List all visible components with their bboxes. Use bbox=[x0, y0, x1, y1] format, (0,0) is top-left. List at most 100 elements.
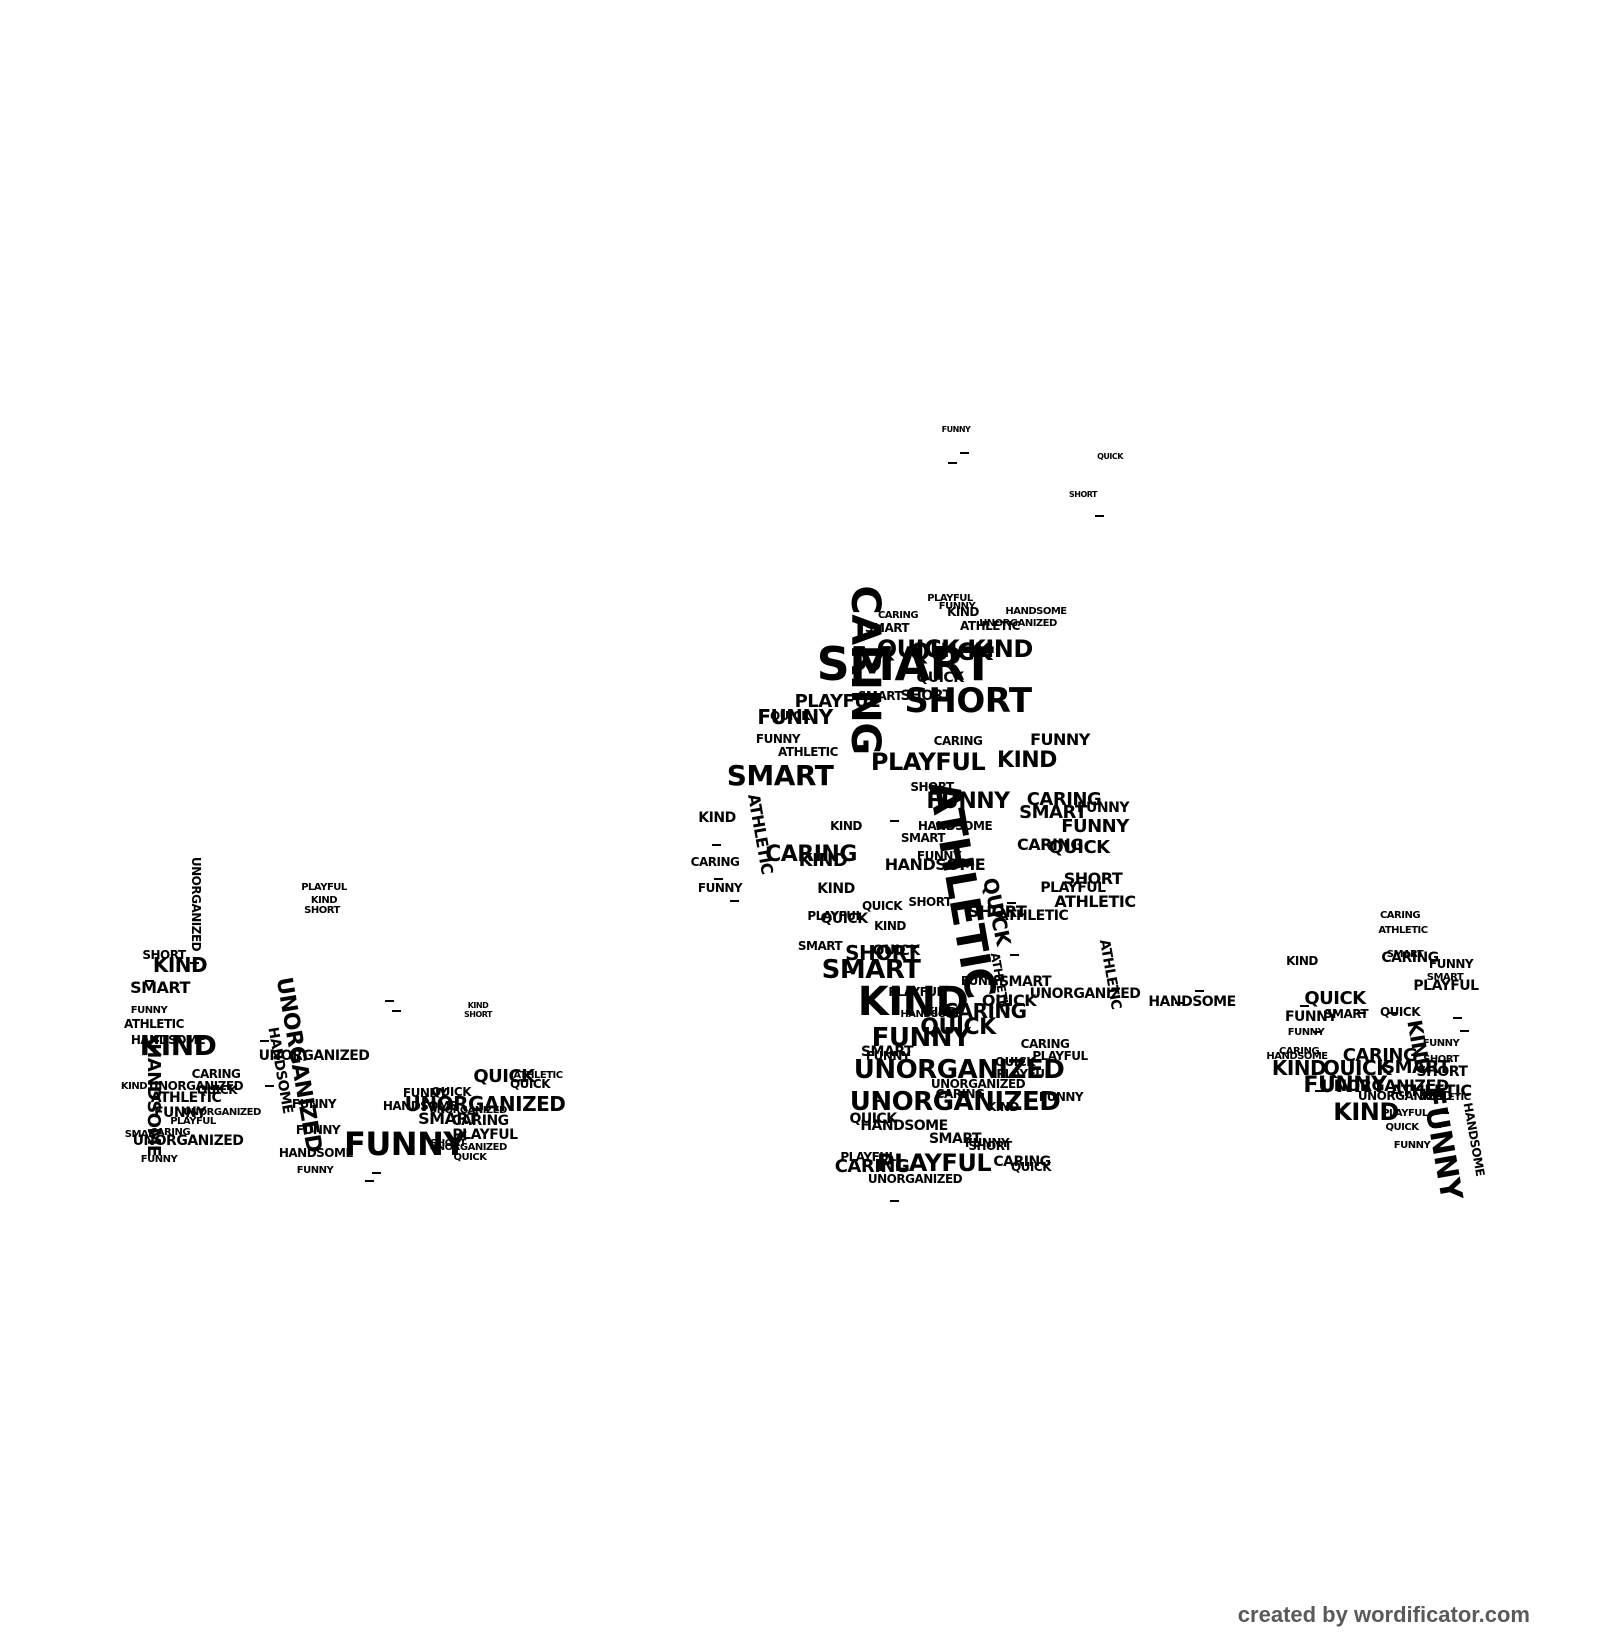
cloud-word-funny: FUNNY bbox=[866, 1049, 911, 1063]
cloud-word-caring: CARING bbox=[1021, 1037, 1070, 1051]
cloud-word-unorganized: UNORGANIZED bbox=[868, 1172, 963, 1186]
speckle-mark bbox=[1175, 1002, 1184, 1004]
cloud-word-short: SHORT bbox=[968, 1139, 1013, 1153]
speckle-mark bbox=[1440, 1112, 1449, 1114]
cloud-word-handsome: HANDSOME bbox=[860, 1118, 947, 1134]
speckle-mark bbox=[150, 1040, 159, 1042]
cloud-word-short: SHORT bbox=[1417, 1064, 1469, 1080]
cloud-word-caring: CARING bbox=[451, 1113, 508, 1129]
cloud-word-short: SHORT bbox=[908, 895, 953, 909]
cloud-word-athletic: ATHLETIC bbox=[513, 1070, 562, 1081]
cloud-word-playful: PLAYFUL bbox=[301, 882, 348, 893]
cloud-word-kind: KIND bbox=[1272, 1056, 1326, 1080]
cloud-word-athletic: ATHLETIC bbox=[124, 1017, 185, 1031]
speckle-mark bbox=[372, 1172, 381, 1174]
cloud-word-caring: CARING bbox=[765, 842, 857, 867]
cloud-word-caring: CARING bbox=[943, 999, 1026, 1023]
cloud-word-funny: FUNNY bbox=[1423, 1038, 1461, 1049]
cloud-word-quick: QUICK bbox=[454, 1152, 489, 1163]
cloud-word-athletic: ATHLETIC bbox=[998, 908, 1069, 924]
cloud-word-playful: PLAYFUL bbox=[807, 909, 863, 923]
cloud-word-unorganized: UNORGANIZED bbox=[1030, 986, 1141, 1002]
speckle-mark bbox=[365, 1180, 374, 1182]
cloud-word-playful: PLAYFUL bbox=[1382, 1108, 1429, 1119]
cloud-word-playful: PLAYFUL bbox=[927, 593, 974, 604]
cloud-word-smart: SMART bbox=[817, 637, 995, 691]
speckle-mark bbox=[1315, 1090, 1324, 1092]
cloud-word-kind: KIND bbox=[1333, 1098, 1399, 1126]
cloud-word-playful: PLAYFUL bbox=[1413, 978, 1479, 994]
cloud-word-funny: FUNNY bbox=[1061, 816, 1130, 837]
cloud-word-smart: SMART bbox=[1019, 802, 1088, 823]
cloud-word-short: SHORT bbox=[845, 941, 920, 965]
cloud-word-kind: KIND bbox=[874, 919, 906, 933]
cloud-word-caring: CARING bbox=[878, 610, 918, 621]
speckle-mark bbox=[260, 1040, 269, 1042]
cloud-word-playful: PLAYFUL bbox=[795, 691, 880, 712]
cloud-word-quick: QUICK bbox=[910, 638, 994, 666]
cloud-word-funny: FUNNY bbox=[917, 849, 962, 863]
cloud-word-caring: CARING bbox=[1279, 1046, 1319, 1057]
cloud-word-smart: SMART bbox=[999, 974, 1052, 990]
speckle-mark bbox=[1432, 1126, 1441, 1128]
cloud-word-kind: KIND bbox=[468, 1001, 489, 1010]
cloud-word-playful: PLAYFUL bbox=[996, 1067, 1052, 1081]
cloud-word-smart: SMART bbox=[822, 955, 922, 985]
cloud-word-short: SHORT bbox=[1069, 490, 1098, 499]
cloud-word-funny: FUNNY bbox=[757, 705, 833, 729]
cloud-word-funny: FUNNY bbox=[403, 1086, 448, 1100]
cloud-word-handsome: HANDSOME bbox=[918, 819, 993, 833]
cloud-word-playful: PLAYFUL bbox=[452, 1127, 518, 1143]
cloud-word-smart: SMART bbox=[1324, 1007, 1370, 1021]
cloud-word-funny: FUNNY bbox=[141, 1154, 179, 1165]
cloud-word-playful: PLAYFUL bbox=[877, 1149, 991, 1177]
cloud-word-handsome: HANDSOME bbox=[1461, 1101, 1488, 1177]
cloud-word-caring: CARING bbox=[1027, 789, 1102, 810]
cloud-word-playful: PLAYFUL bbox=[871, 748, 985, 776]
speckle-mark bbox=[948, 462, 957, 464]
cloud-word-funny: FUNNY bbox=[292, 1097, 337, 1111]
cloud-word-caring: CARING bbox=[1017, 835, 1083, 854]
cloud-word-kind: KIND bbox=[947, 605, 979, 619]
cloud-word-athletic: ATHLETIC bbox=[1378, 925, 1427, 936]
cloud-word-smart: SMART bbox=[1387, 949, 1424, 960]
cloud-word-quick: QUICK bbox=[1323, 1056, 1393, 1080]
cloud-word-smart: SMART bbox=[1382, 1057, 1451, 1078]
cloud-word-caring: CARING bbox=[1381, 950, 1438, 966]
cloud-word-handsome: HANDSOME bbox=[131, 1033, 206, 1047]
speckle-mark bbox=[714, 878, 723, 880]
cloud-word-funny: FUNNY bbox=[1077, 800, 1130, 816]
speckle-mark bbox=[1007, 902, 1016, 904]
cloud-word-smart: SMART bbox=[418, 1109, 478, 1128]
cloud-word-unorganized: UNORGANIZED bbox=[429, 1142, 507, 1153]
cloud-word-funny: FUNNY bbox=[1285, 1009, 1338, 1025]
cloud-word-quick: QUICK bbox=[1011, 1160, 1052, 1174]
cloud-word-smart: SMART bbox=[865, 621, 911, 635]
cloud-word-funny: FUNNY bbox=[154, 1105, 207, 1121]
cloud-word-quick: QUICK bbox=[197, 1083, 238, 1097]
cloud-word-smart: SMART bbox=[929, 1131, 982, 1147]
speckle-mark bbox=[1300, 1005, 1309, 1007]
cloud-word-quick: QUICK bbox=[1048, 837, 1111, 858]
cloud-word-playful: PLAYFUL bbox=[840, 1150, 896, 1164]
cloud-word-unorganized: UNORGANIZED bbox=[259, 1048, 370, 1064]
cloud-word-quick: QUICK bbox=[995, 1055, 1036, 1069]
cloud-word-smart: SMART bbox=[727, 759, 834, 792]
cloud-word-short: SHORT bbox=[1064, 869, 1123, 888]
cloud-word-athletic: ATHLETIC bbox=[1390, 1081, 1471, 1100]
cloud-word-funny: FUNNY bbox=[1429, 957, 1474, 971]
cloud-word-funny: FUNNY bbox=[939, 601, 977, 612]
speckle-mark bbox=[1388, 1012, 1397, 1014]
cloud-word-smart: SMART bbox=[130, 978, 190, 997]
cloud-word-handsome: HANDSOME bbox=[1005, 606, 1067, 617]
cloud-word-smart: SMART bbox=[1427, 972, 1464, 983]
cloud-word-short: SHORT bbox=[464, 1010, 493, 1019]
cloud-word-caring: CARING bbox=[192, 1067, 241, 1081]
cloud-word-kind: KIND bbox=[153, 953, 207, 977]
cloud-word-funny: FUNNY bbox=[1039, 1090, 1084, 1104]
cloud-word-funny: FUNNY bbox=[1030, 730, 1091, 749]
cloud-word-short: SHORT bbox=[430, 1138, 466, 1149]
cloud-word-funny: FUNNY bbox=[344, 1125, 467, 1163]
cloud-word-quick: QUICK bbox=[431, 1085, 472, 1099]
